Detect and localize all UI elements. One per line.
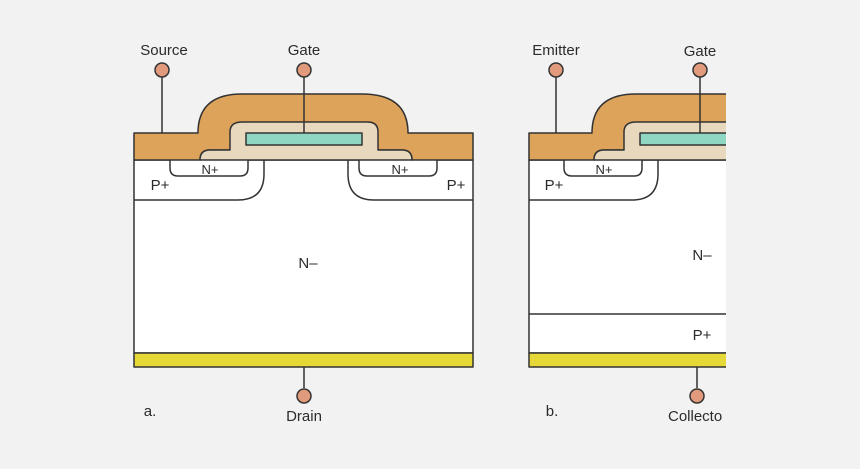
n-minus-label-b: N– — [692, 247, 712, 264]
gate-poly — [245, 132, 363, 146]
drain-terminal-icon[interactable] — [296, 388, 312, 404]
n-plus-label-left: N+ — [202, 162, 219, 177]
n-minus-label-a: N– — [298, 255, 318, 272]
diagram-a — [133, 62, 474, 404]
caption-b: b. — [546, 403, 559, 420]
p-plus-boundary-b — [529, 160, 659, 201]
caption-a: a. — [144, 403, 157, 420]
p-plus-boundary — [134, 160, 473, 201]
n-plus-label-right: N+ — [392, 162, 409, 177]
device-body — [133, 159, 474, 354]
diagram-b: Collecto — [528, 62, 726, 425]
p-plus-label-left: P+ — [151, 177, 170, 194]
emitter-label: Emitter — [532, 42, 580, 59]
device-body-b — [528, 159, 726, 354]
gate-label-a: Gate — [288, 42, 321, 59]
gate-poly-b — [639, 132, 726, 146]
source-label: Source — [140, 42, 188, 59]
source-terminal-icon[interactable] — [154, 62, 170, 78]
gate-terminal-icon[interactable] — [296, 62, 312, 78]
gate-label-b: Gate — [684, 43, 717, 60]
collector-label: Collecto — [668, 408, 722, 425]
collector-terminal-icon[interactable] — [689, 388, 705, 404]
p-plus-bottom-label: P+ — [693, 327, 712, 344]
n-plus-well-left — [169, 160, 249, 177]
p-plus-label-right: P+ — [447, 177, 466, 194]
emitter-terminal-icon[interactable] — [548, 62, 564, 78]
drain-label: Drain — [286, 408, 322, 425]
collector-contact — [528, 352, 726, 368]
p-plus-label-b: P+ — [545, 177, 564, 194]
drain-contact — [133, 352, 474, 368]
n-plus-well-b — [563, 160, 643, 177]
gate-terminal-icon-b[interactable] — [692, 62, 708, 78]
n-plus-label-b: N+ — [596, 162, 613, 177]
n-plus-well-right — [358, 160, 438, 177]
